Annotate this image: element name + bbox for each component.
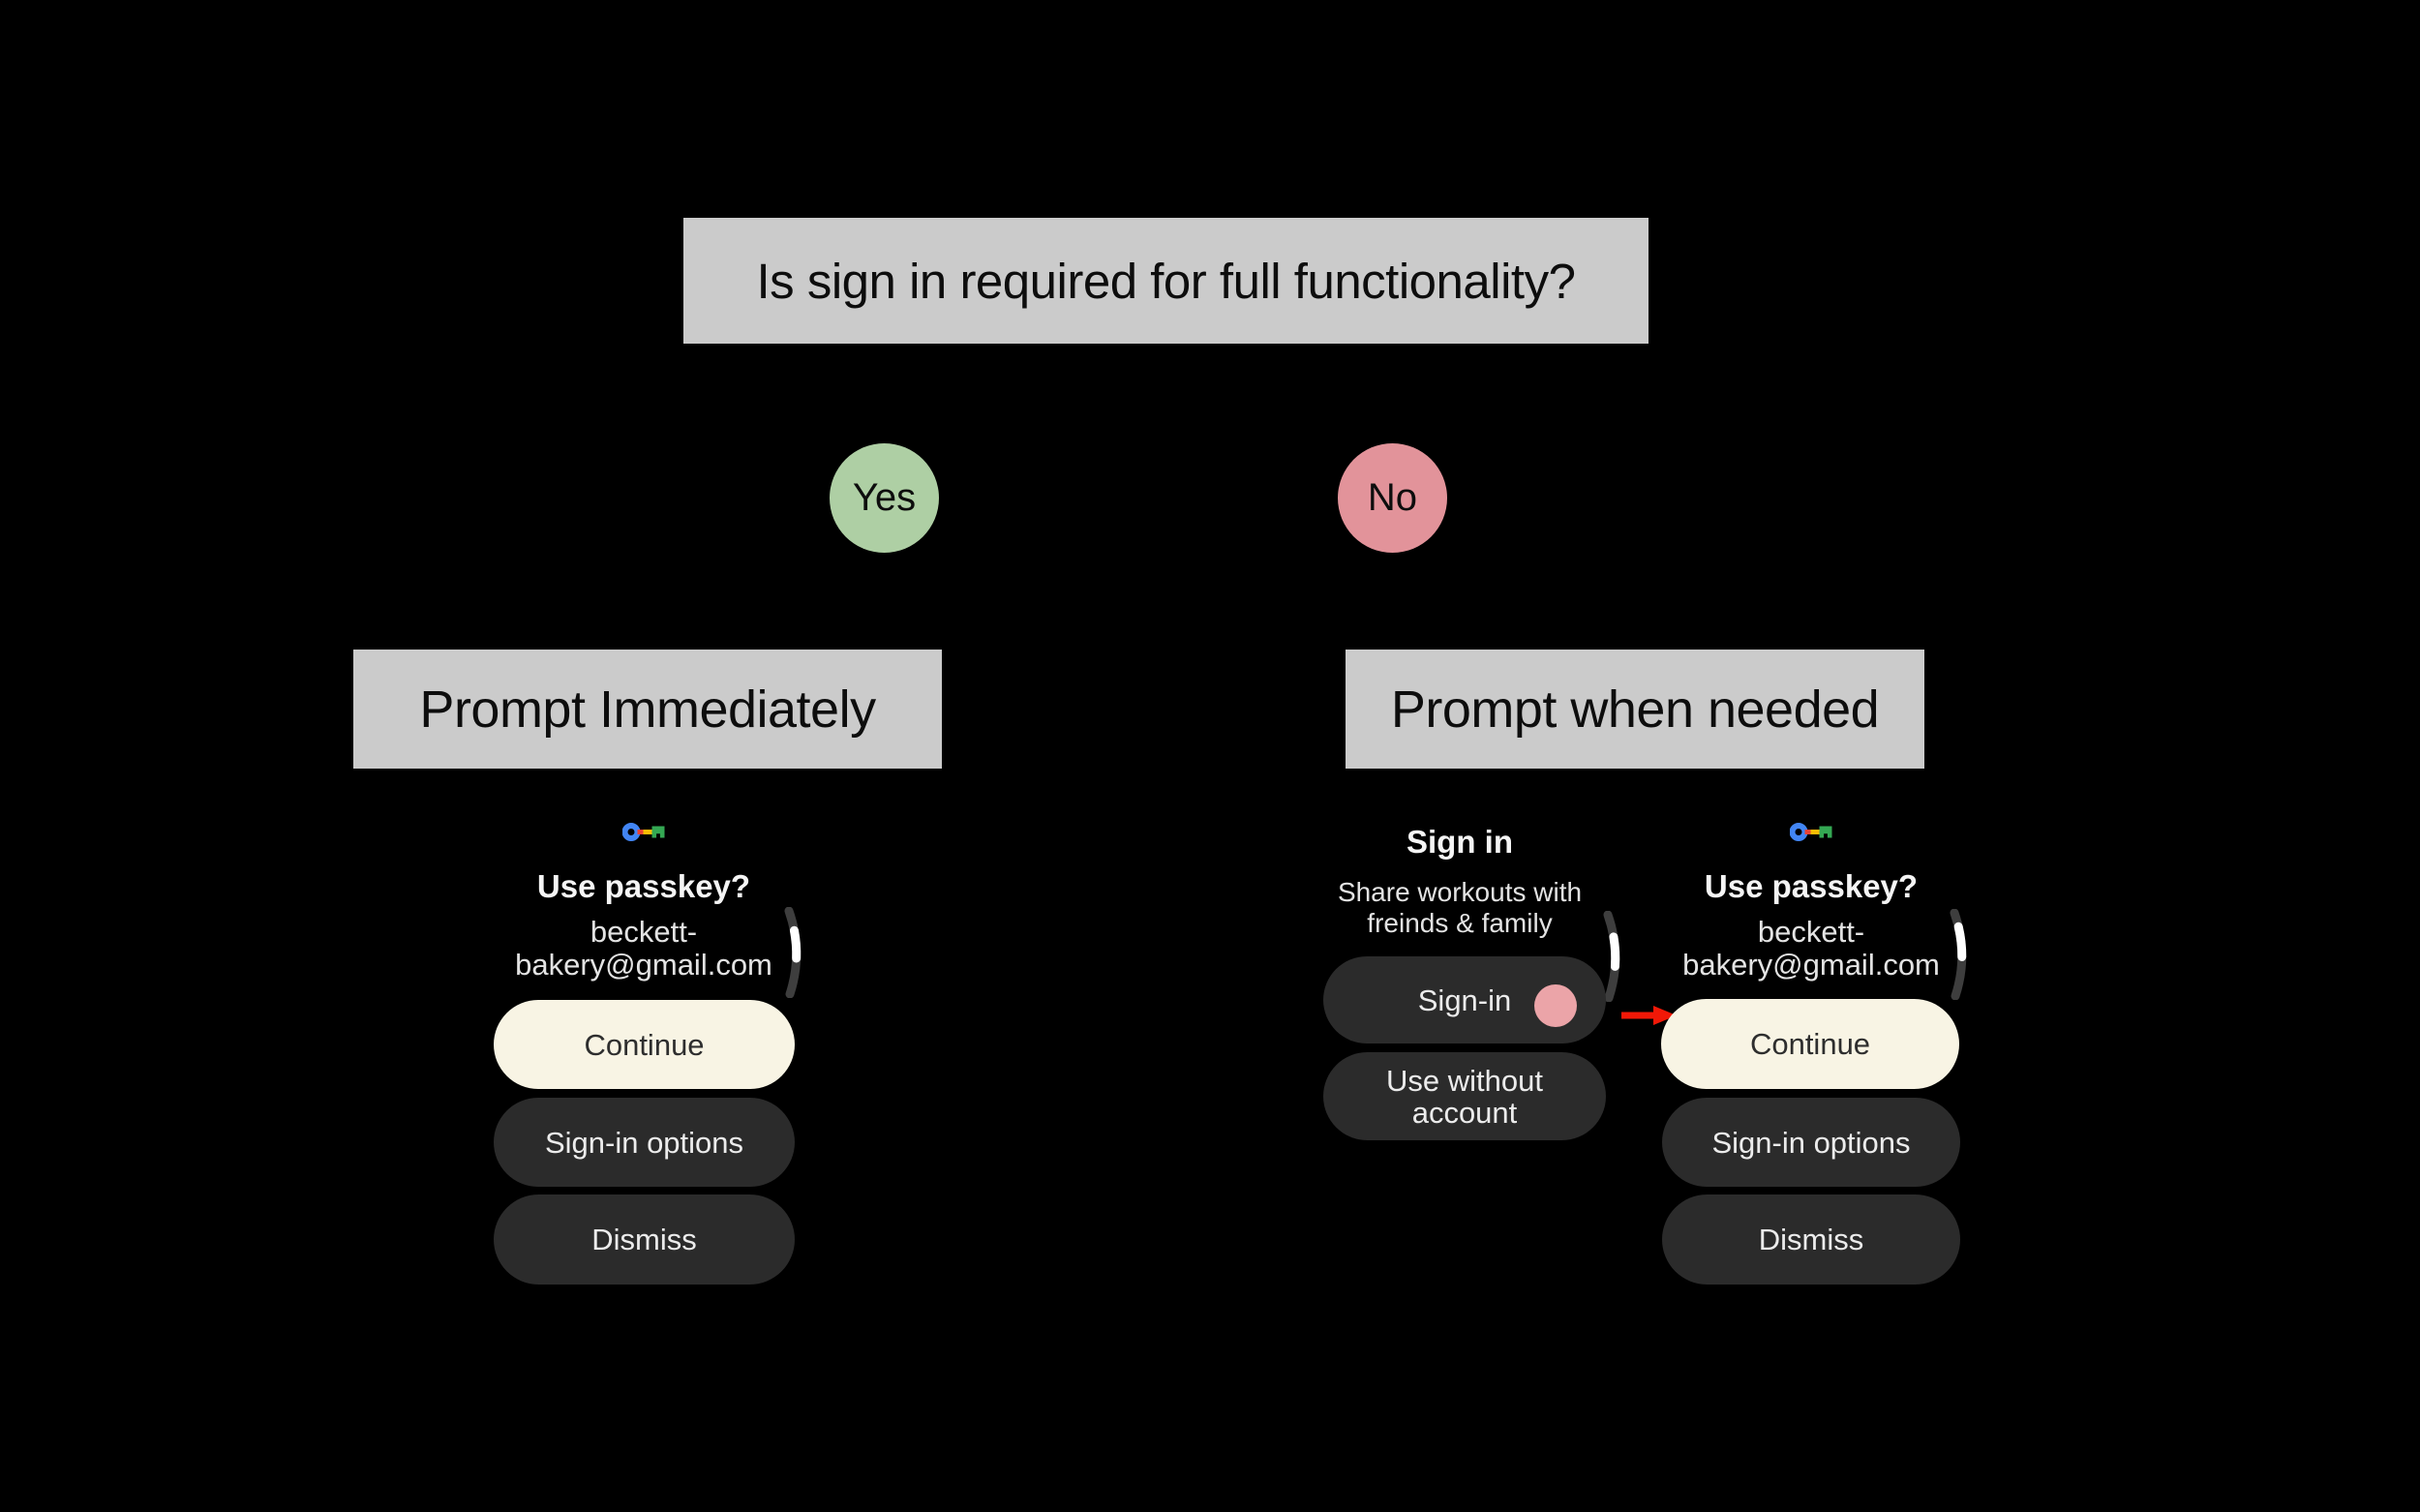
account-email-line1: beckett-: [590, 915, 698, 949]
continue-button-right[interactable]: Continue: [1661, 999, 1959, 1089]
sign-in-button[interactable]: Sign-in: [1323, 956, 1606, 1043]
sign-in-options-button-left[interactable]: Sign-in options: [494, 1098, 795, 1187]
dismiss-button-left[interactable]: Dismiss: [494, 1194, 795, 1285]
continue-label-right: Continue: [1749, 1027, 1871, 1061]
sign-in-options-button-right[interactable]: Sign-in options: [1662, 1098, 1960, 1187]
passkey-title-left: Use passkey?: [536, 868, 751, 904]
scroll-indicator-middle[interactable]: [1599, 911, 1632, 1002]
dismiss-label-right: Dismiss: [1758, 1223, 1864, 1256]
sign-in-subtitle: Share workouts with freinds & family: [1290, 877, 1629, 939]
sign-in-subtitle-line2: freinds & family: [1367, 908, 1553, 938]
question-text: Is sign in required for full functionali…: [756, 253, 1576, 309]
scroll-indicator-left[interactable]: [780, 907, 813, 998]
passkey-key-icon: [1790, 823, 1832, 841]
no-label: No: [1367, 476, 1418, 519]
branch-box-prompt-when-needed: Prompt when needed: [1346, 650, 1924, 769]
passkey-title-right: Use passkey?: [1704, 868, 1919, 904]
no-node: No: [1338, 443, 1447, 553]
account-email-line1: beckett-: [1757, 915, 1865, 949]
use-without-line2: account: [1411, 1095, 1518, 1130]
tap-indicator: [1534, 984, 1577, 1027]
sign-in-options-label-right: Sign-in options: [1711, 1125, 1911, 1160]
branch-left-title: Prompt Immediately: [419, 680, 876, 739]
branch-box-prompt-immediately: Prompt Immediately: [353, 650, 942, 769]
account-email-line2: bakery@gmail.com: [515, 948, 772, 982]
sign-in-title: Sign in: [1407, 824, 1513, 860]
dismiss-button-right[interactable]: Dismiss: [1662, 1194, 1960, 1285]
use-without-line1: Use without: [1386, 1063, 1543, 1098]
sign-in-button-label: Sign-in: [1417, 983, 1512, 1017]
yes-label: Yes: [852, 476, 917, 519]
sign-in-subtitle-line1: Share workouts with: [1337, 877, 1583, 907]
yes-node: Yes: [830, 443, 939, 553]
flow-arrow-icon: [1621, 1006, 1677, 1025]
continue-label-left: Continue: [584, 1027, 705, 1062]
sign-in-options-label-left: Sign-in options: [544, 1125, 744, 1160]
use-without-account-button[interactable]: Use without account: [1323, 1052, 1606, 1140]
passkey-key-icon: [622, 823, 665, 841]
account-email-line2: bakery@gmail.com: [1682, 948, 1940, 982]
branch-right-title: Prompt when needed: [1390, 680, 1880, 739]
account-email-right: beckett- bakery@gmail.com: [1618, 916, 2005, 982]
continue-button-left[interactable]: Continue: [494, 1000, 795, 1089]
account-email-left: beckett- bakery@gmail.com: [450, 916, 837, 982]
dismiss-label-left: Dismiss: [591, 1223, 697, 1256]
use-without-account-label: Use without account: [1386, 1065, 1543, 1129]
scroll-indicator-right[interactable]: [1946, 909, 1979, 1000]
question-box: Is sign in required for full functionali…: [683, 218, 1649, 344]
